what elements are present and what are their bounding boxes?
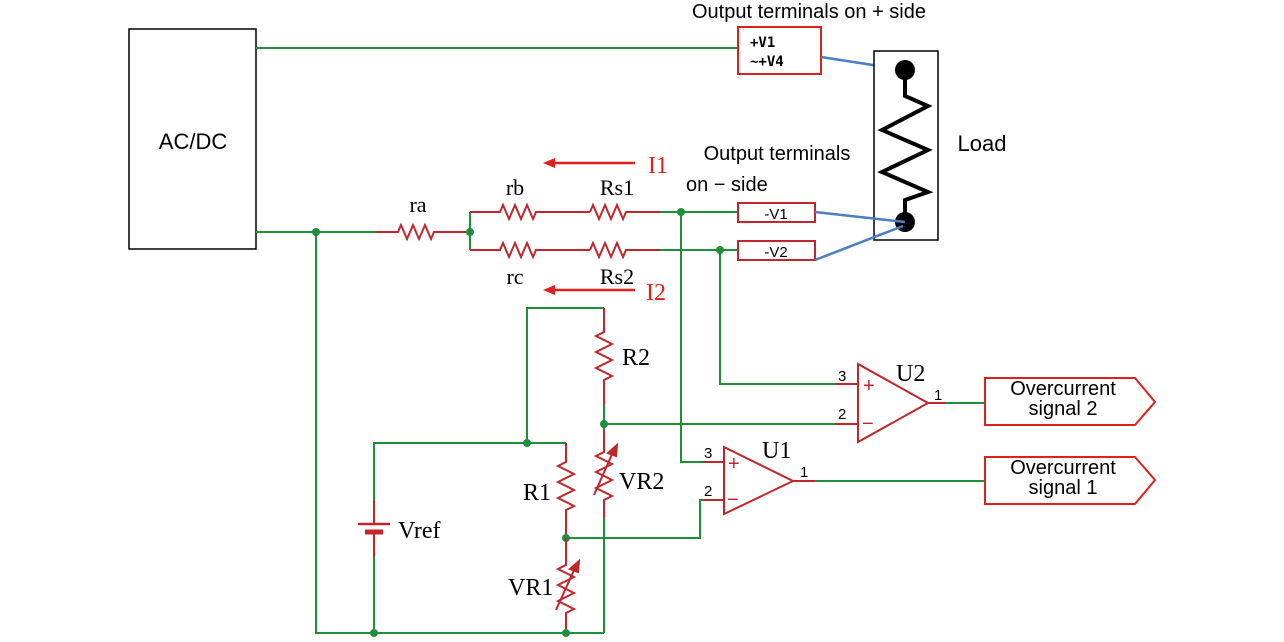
- output-signal-1: [984, 456, 1157, 505]
- u2-minus-sign: −: [862, 413, 874, 435]
- label-rs2: Rs2: [600, 264, 634, 289]
- out-plus-label: Output terminals on + side: [692, 1, 926, 23]
- u2-pin-2: 2: [838, 406, 846, 423]
- output-signal-1-line1: Overcurrent: [1010, 457, 1116, 479]
- label-vref: Vref: [398, 518, 441, 544]
- output-signal-1-line2: signal 1: [1029, 477, 1098, 499]
- acdc-label: AC/DC: [159, 129, 228, 154]
- label-r1: R1: [523, 480, 551, 506]
- resistor-ra: [375, 222, 470, 242]
- terminal-plus-line2: ~+V4: [750, 54, 784, 70]
- label-r2: R2: [622, 345, 650, 371]
- u2-pin-3: 3: [838, 368, 846, 385]
- u1-minus-sign: −: [727, 489, 739, 511]
- u1-pin-1: 1: [800, 464, 808, 481]
- resistor-r2: [593, 308, 615, 405]
- acdc-block: [128, 28, 257, 250]
- load-resistor: [877, 70, 934, 222]
- terminal-plus-line1: +V1: [750, 35, 775, 51]
- output-signal-2-line2: signal 2: [1029, 398, 1098, 420]
- label-vr1: VR1: [508, 575, 553, 601]
- u2-plus-sign: +: [863, 375, 875, 397]
- terminal-minus-1-label: -V1: [764, 206, 787, 223]
- resistor-rs2: [589, 240, 660, 260]
- u1-plus-sign: +: [728, 453, 740, 475]
- label-ra: ra: [409, 192, 426, 217]
- load-terminal-top: [895, 60, 915, 80]
- u1-pin-2: 2: [704, 483, 712, 500]
- terminal-plus: [737, 26, 822, 75]
- label-rc: rc: [506, 264, 523, 289]
- output-signal-2: [984, 377, 1157, 426]
- label-rs1: Rs1: [600, 175, 634, 200]
- resistor-r1: [555, 443, 577, 538]
- label-i1: I1: [648, 153, 668, 179]
- label-i2: I2: [646, 280, 666, 306]
- resistor-rc: [470, 240, 590, 260]
- output-signal-2-line1: Overcurrent: [1010, 378, 1116, 400]
- resistor-vr2: [593, 430, 615, 518]
- u2-pin-1: 1: [934, 387, 942, 404]
- opamp-u2: [857, 362, 931, 444]
- u1-pin-3: 3: [704, 445, 712, 462]
- out-minus-label-1: Output terminals: [704, 143, 851, 165]
- out-minus-label-2: on − side: [686, 174, 768, 196]
- resistor-rb: [470, 202, 590, 222]
- load-label: Load: [958, 131, 1007, 156]
- terminal-minus-2-label: -V2: [764, 244, 787, 261]
- label-vr2: VR2: [619, 469, 664, 495]
- label-u1: U1: [762, 438, 791, 464]
- label-u2: U2: [896, 361, 925, 387]
- terminal-minus-2: [737, 240, 816, 261]
- opamp-u1: [723, 445, 796, 516]
- resistor-rs1: [589, 202, 660, 222]
- label-rb: rb: [506, 175, 524, 200]
